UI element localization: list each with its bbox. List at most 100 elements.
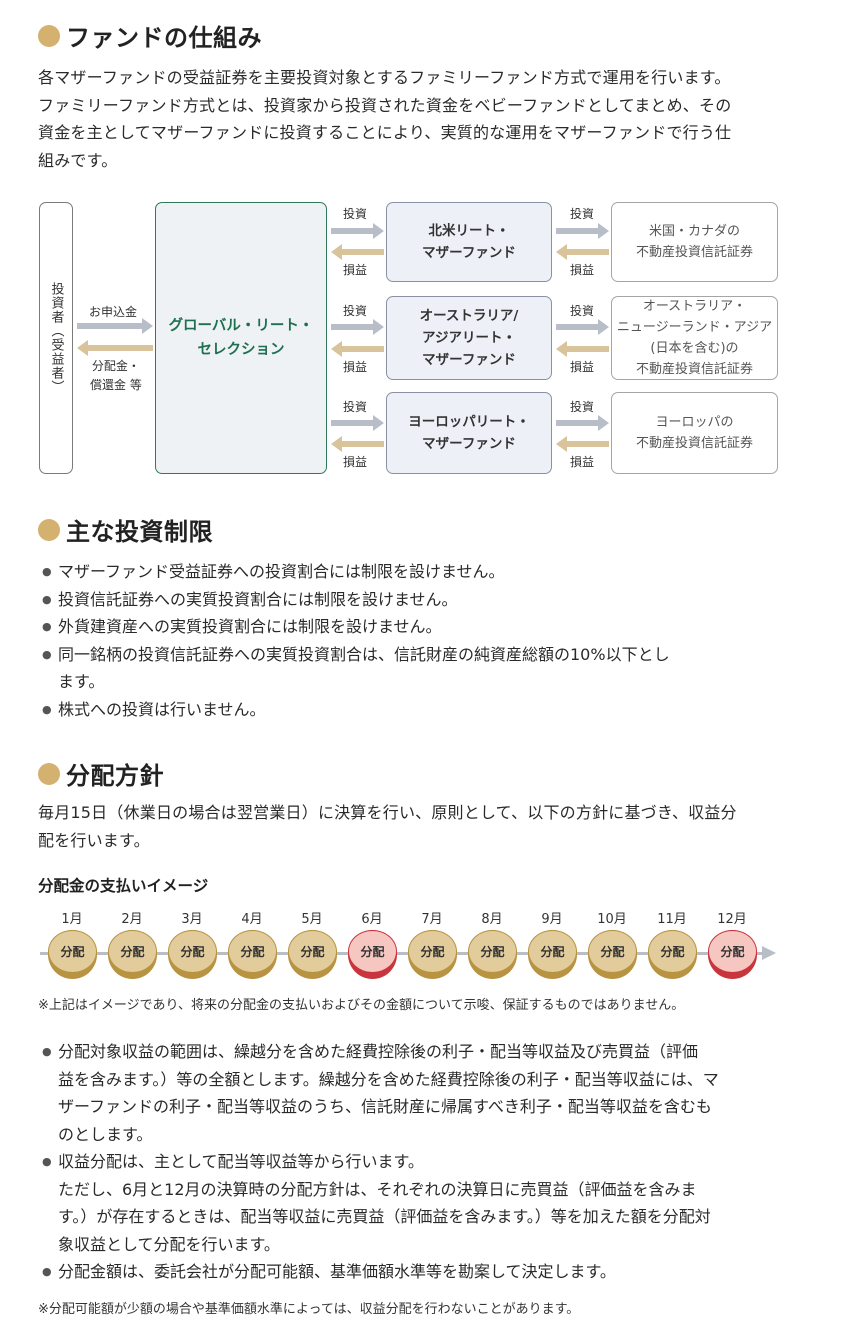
investor-label: 投資者（受益者）	[48, 282, 64, 394]
text-line: 不動産投資信託証券	[635, 362, 753, 377]
text-line: 同一銘柄の投資信託証券への実質投資割合は、信託財産の純資産総額の10%以下とし	[58, 644, 670, 664]
invest-label: 投資	[343, 207, 368, 221]
text-line: 不動産投資信託証券	[635, 245, 753, 260]
month-label: 6月	[361, 912, 383, 927]
month-label: 2月	[121, 912, 143, 927]
distribution-coin-icon: 分配	[708, 930, 757, 979]
list-item: ●マザーファンド受益証券への投資割合には制限を設けません。	[42, 558, 790, 586]
text-line: 不動産投資信託証券	[635, 436, 753, 451]
timeline-title: 分配金の支払いイメージ	[38, 877, 209, 895]
text-line: 株式への投資は行いません。	[58, 699, 266, 719]
distribution-coin-icon: 分配	[528, 930, 577, 979]
coin-label: 分配	[228, 930, 277, 973]
distribution-coin-icon: 分配	[108, 930, 157, 979]
text-line: (日本を含む)の	[650, 341, 739, 356]
section-title: ファンドの仕組み	[66, 24, 262, 52]
section-title: 分配方針	[66, 762, 164, 790]
text-line: 組みです。	[38, 150, 118, 170]
coin-label: 分配	[48, 930, 97, 973]
list-item: ● 投資信託証券への実質投資割合には制限を設けません。	[42, 586, 790, 614]
text-line: 投資信託証券への実質投資割合には制限を設けません。	[58, 589, 458, 609]
fund-structure-description: 各マザーファンドの受益証券を主要投資対象とするファミリーファンド方式で運用を行い…	[38, 64, 788, 174]
text-line: オーストラリア/	[419, 308, 519, 324]
coin-label: 分配	[708, 930, 757, 973]
invest-label: 投資	[570, 207, 595, 221]
text-line: 米国・カナダの	[648, 224, 740, 239]
bullet-circle-icon	[38, 762, 60, 785]
section-heading-distribution-policy: 分配方針	[38, 756, 164, 791]
bullet-icon: ●	[42, 1155, 52, 1168]
invest-arrow	[331, 415, 384, 431]
text-line: グローバル・リート・	[168, 318, 314, 334]
distribution-coin-icon: 分配	[288, 930, 337, 979]
distribution-coin-icon: 分配	[468, 930, 517, 979]
distribution-coin-icon: 分配	[648, 930, 697, 979]
month-label: 1月	[61, 912, 83, 927]
month-label: 10月	[597, 912, 627, 927]
text-line: ただし、6月と12月の決算時の分配方針は、それぞれの決算日に売買益（評価益を含み…	[58, 1179, 697, 1199]
bullet-icon: ●	[42, 592, 52, 606]
text-line: 外貨建資産への実質投資割合には制限を設けません。	[58, 617, 442, 636]
list-item: ● 分配金額は、委託会社が分配可能額、基準価額水準等を勘案して決定します。	[42, 1258, 790, 1286]
investor-box: 投資者（受益者）	[39, 202, 73, 474]
profit-loss-label: 損益	[570, 263, 595, 277]
text-line: のとします。	[58, 1124, 153, 1144]
text-line: ます。	[58, 672, 105, 691]
target-europe: ヨーロッパの 不動産投資信託証券	[611, 392, 778, 474]
profit-loss-arrow	[556, 341, 609, 357]
timeline-note: ※上記はイメージであり、将来の分配金の支払いおよびその金額について示唆、保証する…	[38, 998, 685, 1013]
month-label: 12月	[717, 912, 747, 927]
bullet-icon: ●	[42, 647, 52, 661]
invest-arrow	[556, 415, 609, 431]
text-line: ヨーロッパの	[655, 415, 734, 430]
text-line: ファミリーファンド方式とは、投資家から投資された資金をベビーファンドとしてまとめ…	[38, 95, 732, 115]
list-item: ●外貨建資産への実質投資割合には制限を設けません。	[42, 613, 790, 641]
distribution-coin-icon: 分配	[168, 930, 217, 979]
text-line: マザーファンド	[422, 245, 516, 261]
bullet-icon: ●	[42, 1045, 52, 1058]
invest-label: 投資	[570, 304, 595, 318]
month-label: 3月	[181, 912, 203, 927]
text-line: 益を含みます。）等の全額とします。繰越分を含めた経費控除後の利子・配当等収益には…	[58, 1069, 719, 1089]
invest-arrow	[556, 319, 609, 335]
text-line: マザーファンド	[422, 436, 516, 452]
text-line: ザーファンドの利子・配当等収益のうち、信託財産に帰属すべき利子・配当等収益を含む…	[58, 1097, 712, 1116]
text-line: アジアリート・	[422, 330, 516, 346]
profit-loss-arrow	[331, 244, 384, 260]
profit-loss-label: 損益	[343, 455, 368, 469]
invest-label: 投資	[343, 400, 368, 414]
distribution-policy-description: 毎月15日（休業日の場合は翌営業日）に決算を行い、原則として、以下の方針に基づき…	[38, 799, 788, 854]
text-line: 毎月15日（休業日の場合は翌営業日）に決算を行い、原則として、以下の方針に基づき…	[38, 803, 737, 822]
text-line: 配を行います。	[38, 830, 150, 850]
coin-label: 分配	[648, 930, 697, 973]
bullet-icon: ●	[42, 1265, 52, 1278]
coin-label: 分配	[348, 930, 397, 973]
month-label: 11月	[657, 912, 687, 927]
distribution-arrow	[77, 340, 153, 356]
list-item: ● 収益分配は、主として配当等収益等から行います。 ただし、6月と12月の決算時…	[42, 1148, 790, 1258]
coin-label: 分配	[288, 930, 337, 973]
timeline-line	[40, 952, 765, 955]
coin-label: 分配	[468, 930, 517, 973]
section-heading-fund-structure: ファンドの仕組み	[38, 18, 262, 53]
text-line: マザーファンド	[422, 352, 516, 368]
text-line: 分配金額は、委託会社が分配可能額、基準価額水準等を勘案して決定します。	[58, 1262, 616, 1281]
invest-label: 投資	[570, 400, 595, 414]
baby-fund-label: グローバル・リート・ セレクション	[169, 314, 314, 362]
text-line: セレクション	[197, 342, 285, 358]
coin-label: 分配	[588, 930, 637, 973]
text-line: ヨーロッパリート・	[408, 414, 530, 430]
section-title: 主な投資制限	[66, 518, 213, 546]
final-note: ※分配可能額が少額の場合や基準価額水準によっては、収益分配を行わないことがありま…	[38, 1302, 580, 1317]
list-item: ● 同一銘柄の投資信託証券への実質投資割合は、信託財産の純資産総額の10%以下とし…	[42, 641, 790, 696]
bullet-icon: ●	[42, 565, 52, 578]
investment-restrictions-list: ●マザーファンド受益証券への投資割合には制限を設けません。 ● 投資信託証券への実…	[42, 558, 790, 723]
bullet-circle-icon	[38, 24, 60, 47]
profit-loss-arrow	[331, 436, 384, 452]
distribution-coin-icon: 分配	[228, 930, 277, 979]
text-line: 償還金 等	[90, 378, 142, 392]
subscribe-label: お申込金	[89, 305, 138, 319]
bullet-circle-icon	[38, 518, 60, 541]
profit-loss-arrow	[331, 341, 384, 357]
